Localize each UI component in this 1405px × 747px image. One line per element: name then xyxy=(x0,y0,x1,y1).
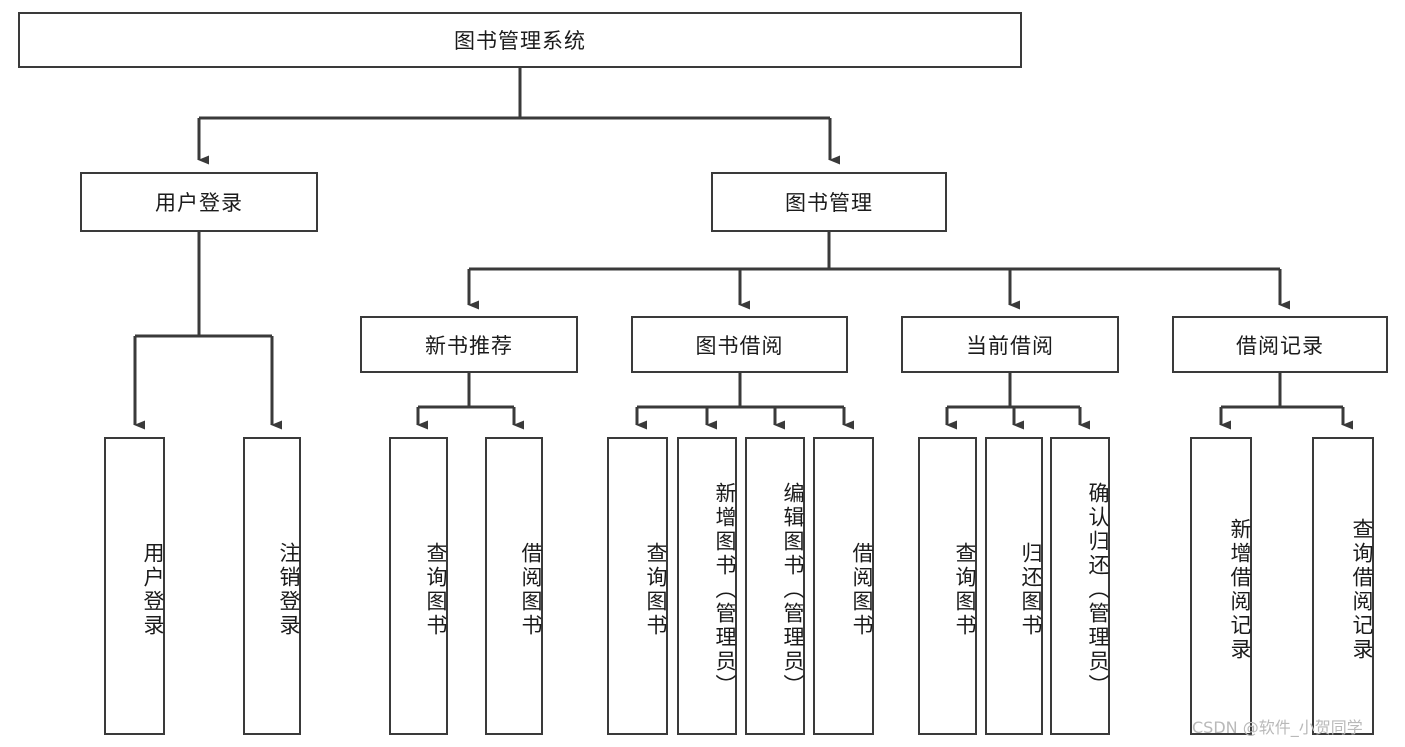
node-root[interactable]: 图书管理系统 xyxy=(18,12,1022,68)
node-new-book-rec[interactable]: 新书推荐 xyxy=(360,316,578,373)
node-book-manage-label: 图书管理 xyxy=(785,191,873,215)
node-leaf-user-login-label: 用户登录 xyxy=(141,542,165,638)
node-leaf-edit-book-label: 编辑图书（管理员） xyxy=(781,482,805,698)
node-leaf-return-book-label: 归还图书 xyxy=(1019,542,1043,638)
node-leaf-return-book[interactable]: 归还图书 xyxy=(985,437,1043,735)
node-leaf-logout[interactable]: 注销登录 xyxy=(243,437,301,735)
node-leaf-query-record[interactable]: 查询借阅记录 xyxy=(1312,437,1374,735)
node-book-borrow[interactable]: 图书借阅 xyxy=(631,316,848,373)
node-book-borrow-label: 图书借阅 xyxy=(695,333,784,358)
node-leaf-borrow-book-rec-label: 借阅图书 xyxy=(519,542,543,638)
node-leaf-query-book-rec[interactable]: 查询图书 xyxy=(389,437,448,735)
node-leaf-edit-book[interactable]: 编辑图书（管理员） xyxy=(745,437,805,735)
node-leaf-confirm-return[interactable]: 确认归还（管理员） xyxy=(1050,437,1110,735)
node-borrow-record[interactable]: 借阅记录 xyxy=(1172,316,1388,373)
node-current-borrow-label: 当前借阅 xyxy=(966,333,1054,358)
node-leaf-query-book-current[interactable]: 查询图书 xyxy=(918,437,977,735)
node-leaf-query-book-current-label: 查询图书 xyxy=(953,542,977,638)
node-leaf-logout-label: 注销登录 xyxy=(277,542,301,638)
watermark-text: CSDN @软件_小贺同学 xyxy=(1192,718,1363,737)
node-leaf-query-book-borrow[interactable]: 查询图书 xyxy=(607,437,668,735)
node-leaf-query-book-borrow-label: 查询图书 xyxy=(644,542,668,638)
node-leaf-add-book[interactable]: 新增图书（管理员） xyxy=(677,437,737,735)
node-leaf-confirm-return-label: 确认归还（管理员） xyxy=(1086,482,1110,698)
node-leaf-borrow-book[interactable]: 借阅图书 xyxy=(813,437,874,735)
node-current-borrow[interactable]: 当前借阅 xyxy=(901,316,1119,373)
node-leaf-query-record-label: 查询借阅记录 xyxy=(1350,518,1374,662)
node-new-book-rec-label: 新书推荐 xyxy=(425,333,513,358)
node-root-label: 图书管理系统 xyxy=(454,29,586,53)
node-user-login[interactable]: 用户登录 xyxy=(80,172,318,232)
node-leaf-query-book-rec-label: 查询图书 xyxy=(424,542,448,638)
node-leaf-add-record-label: 新增借阅记录 xyxy=(1228,518,1252,662)
node-leaf-add-record[interactable]: 新增借阅记录 xyxy=(1190,437,1252,735)
node-leaf-user-login[interactable]: 用户登录 xyxy=(104,437,165,735)
node-leaf-add-book-label: 新增图书（管理员） xyxy=(713,482,737,698)
node-leaf-borrow-book-label: 借阅图书 xyxy=(850,542,874,638)
node-borrow-record-label: 借阅记录 xyxy=(1236,333,1324,358)
node-leaf-borrow-book-rec[interactable]: 借阅图书 xyxy=(485,437,543,735)
node-user-login-label: 用户登录 xyxy=(155,191,243,215)
node-book-manage[interactable]: 图书管理 xyxy=(711,172,947,232)
